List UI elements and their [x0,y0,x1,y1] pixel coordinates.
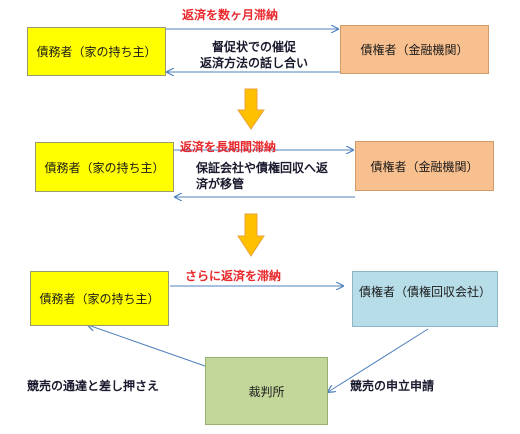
stage1-creditor-box: 債権者（金融機関） [340,25,489,74]
stage1-debtor-label: 債務者（家の持ち主） [36,45,157,59]
collector-to-court-arrow [328,328,429,392]
stage1-mid-label-line1: 督促状での催促 [212,40,297,54]
stage2-debtor-label: 債務者（家の持ち主） [44,160,165,175]
auction-notice-label: 競売の通達と差し押さえ [27,379,160,393]
stage2-creditor-box: 債権者（金融機関） [355,141,494,191]
down-arrow-1 [237,88,265,130]
stage3-debtor-label: 債務者（家の持ち主） [39,292,160,306]
stage1-mid-label-line2: 返済方法の話し合い [200,56,309,70]
stage2-mid-label-line2: 済が移管 [196,177,245,191]
down-arrow-2 [237,213,265,257]
stage1-mid-label: 督促状での催促 返済方法の話し合い [200,39,308,71]
stage3-collector-label: 債権者（債権回収会社） [358,284,491,299]
stage2-debtor-box: 債務者（家の持ち主） [35,142,174,192]
court-label: 裁判所 [248,384,285,399]
stage3-collector-box: 債権者（債権回収会社） [352,271,498,327]
stage2-mid-label: 保証会社や債権回収へ返 済が移管 [196,160,328,192]
stage2-top-label: 返済を長期間滞納 [180,140,277,154]
court-box: 裁判所 [205,357,328,425]
stage1-top-label: 返済を数ヶ月滞納 [182,8,279,22]
stage1-creditor-label: 債権者（金融機関） [360,43,469,57]
stage3-debtor-box: 債務者（家の持ち主） [30,271,169,326]
stage2-creditor-label: 債権者（金融機関） [370,159,479,174]
stage3-top-label: さらに返済を滞納 [185,269,282,283]
stage1-debtor-box: 債務者（家の持ち主） [27,27,166,76]
court-to-debtor-arrow [88,325,206,367]
stage2-mid-label-line1: 保証会社や債権回収へ返 [196,161,329,175]
auction-petition-label: 競売の申立申請 [350,379,435,393]
